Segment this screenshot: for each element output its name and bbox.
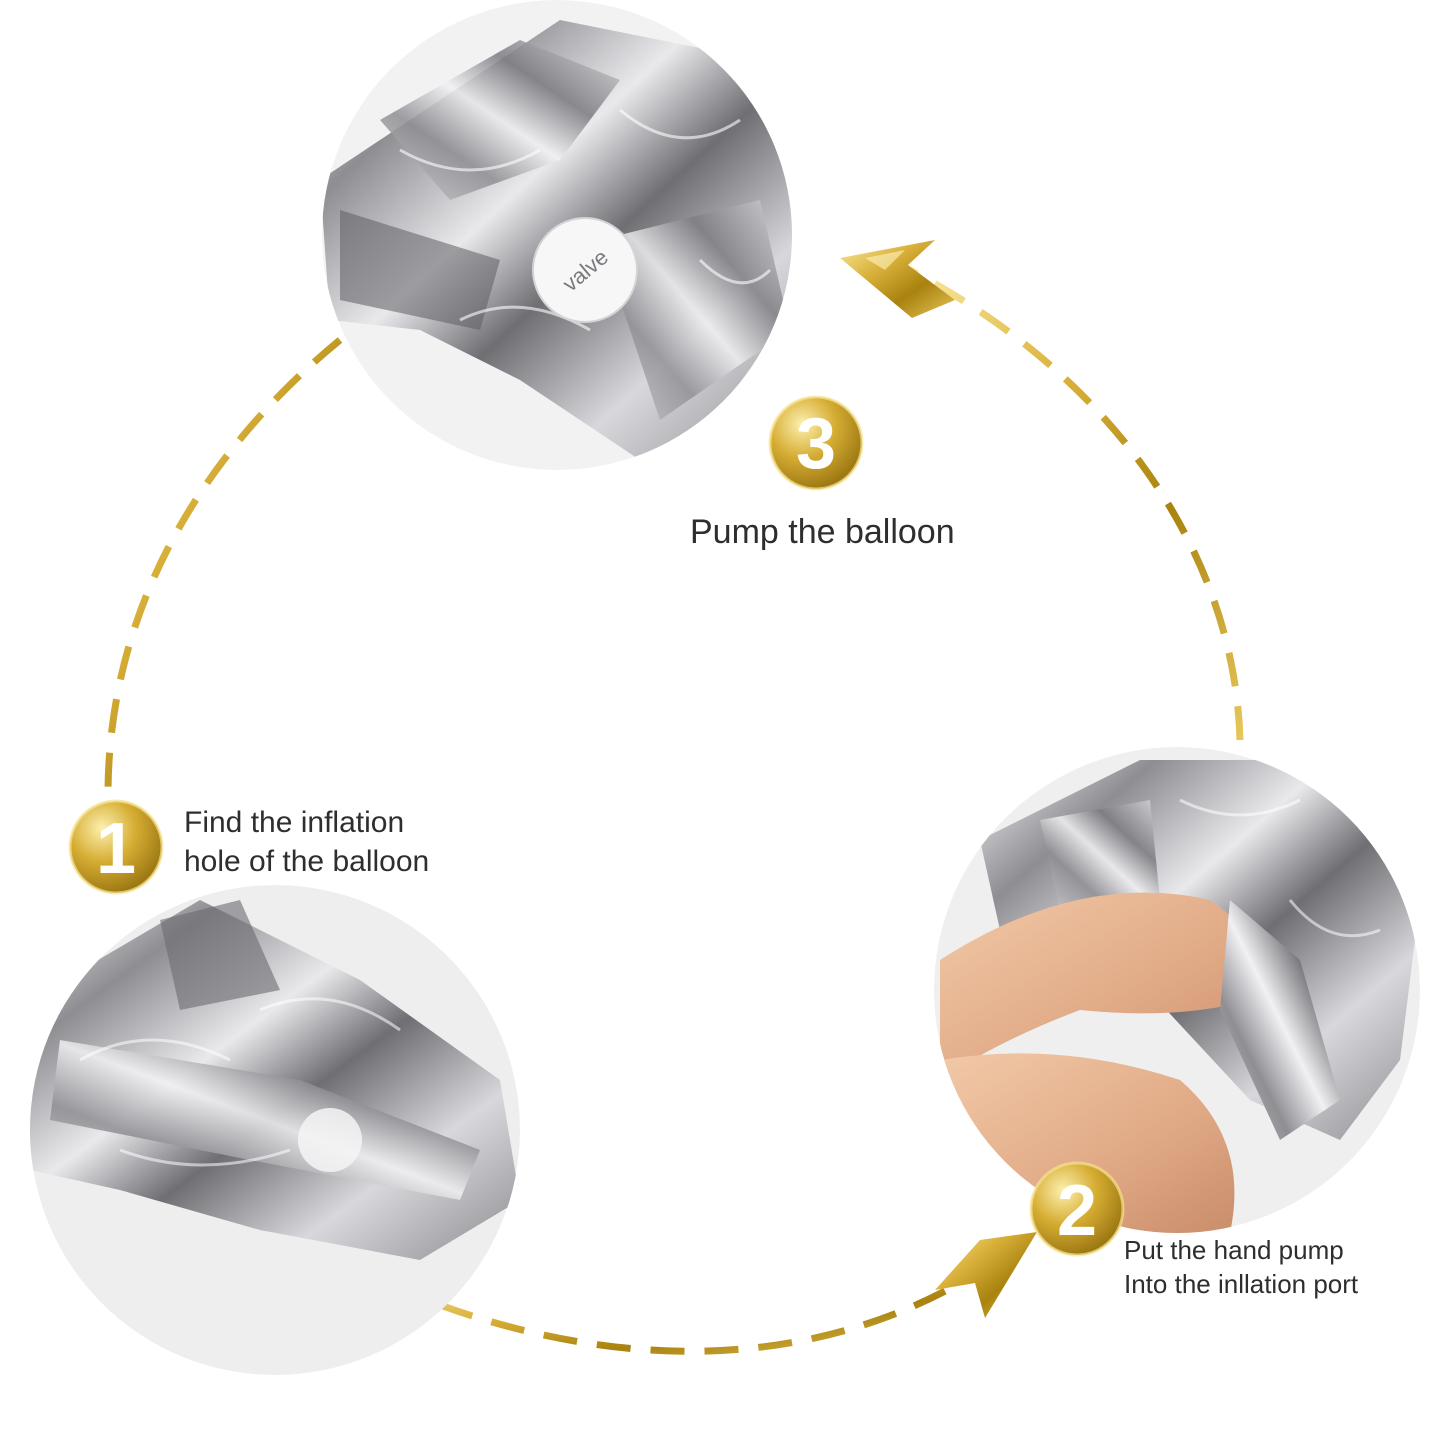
step-number-badge: 3 (768, 395, 864, 491)
step-1-line-2: hole of the balloon (184, 845, 430, 878)
valve-sticker: valve (532, 217, 638, 323)
dashed-path (104, 266, 1244, 1355)
dashed-path-right (908, 266, 1244, 741)
dashed-path-bottom (438, 1262, 992, 1355)
step-1-number: 1 (96, 809, 136, 889)
step-3-line-1: Pump the balloon (690, 513, 955, 551)
step-3-caption: Pump the balloon (690, 510, 955, 554)
step-3-number: 3 (796, 404, 836, 484)
step-2-line-1: Put the hand pump (1124, 1235, 1344, 1265)
step-number-badge: 2 (1029, 1161, 1125, 1257)
dashed-path-left (104, 337, 343, 791)
arrow-head-icon (840, 240, 955, 318)
hand-thumb (940, 892, 1255, 1080)
step-1-line-1: Find the inflation (184, 806, 405, 839)
valve-sticker (298, 1108, 362, 1172)
photo-step-2 (934, 747, 1420, 1233)
step-1-caption: Find the inflation hole of the balloon (184, 803, 429, 881)
step-number-badge: 1 (68, 799, 164, 895)
photo-step-1 (30, 885, 520, 1375)
photo-step-3: valve (322, 0, 792, 470)
step-2-line-2: Into the inllation port (1124, 1268, 1359, 1299)
step-2-number: 2 (1057, 1171, 1097, 1251)
step-2-caption: Put the hand pump Into the inllation por… (1124, 1234, 1358, 1302)
arrow-head-icon (935, 1232, 1037, 1318)
